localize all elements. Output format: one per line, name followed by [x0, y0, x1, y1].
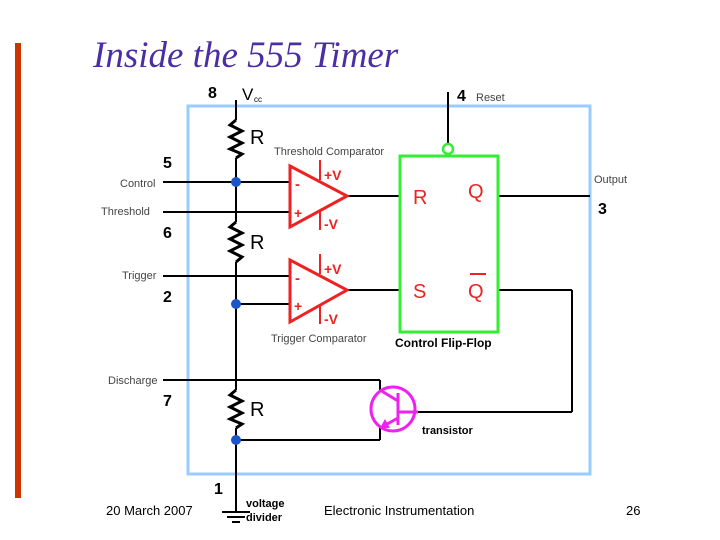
resistor-bottom — [226, 388, 246, 430]
pin-number-threshold: 6 — [163, 225, 172, 242]
vcc-subscript: cc — [254, 95, 262, 104]
resistor-middle-label: R — [250, 232, 264, 254]
flipflop-qbar-output: Q — [468, 281, 484, 303]
threshold-comparator-label: Threshold Comparator — [274, 146, 384, 158]
pin-label-threshold: Threshold — [101, 206, 150, 218]
pin-label-reset: Reset — [476, 92, 505, 104]
pin-number-reset: 4 — [457, 88, 466, 105]
voltage-divider-label-line2: divider — [246, 512, 283, 524]
resistor-middle — [226, 220, 246, 264]
transistor-icon — [369, 385, 418, 433]
threshold-minus-v: -V — [324, 216, 339, 232]
trigger-minus-v: -V — [324, 311, 339, 327]
flipflop-r-input: R — [413, 187, 427, 209]
pin-number-vcc: 8 — [208, 85, 217, 102]
resistor-bottom-label: R — [250, 399, 264, 421]
pin-number-ground: 1 — [214, 481, 223, 498]
reset-bubble — [441, 142, 455, 156]
resistor-top — [226, 118, 246, 160]
pin-label-control: Control — [120, 178, 155, 190]
footer-course: Electronic Instrumentation — [324, 503, 475, 518]
trigger-comparator — [288, 257, 351, 325]
pin-number-control: 5 — [163, 155, 172, 172]
ground-icon — [222, 511, 250, 523]
node-control — [231, 177, 241, 187]
trigger-minus-sign: - — [295, 270, 300, 287]
flipflop-q-output: Q — [468, 181, 484, 203]
pin-wires — [163, 92, 590, 441]
node-ground — [231, 435, 241, 445]
threshold-plus-v: +V — [324, 167, 342, 183]
transistor-label: transistor — [422, 425, 473, 437]
voltage-divider-label-line1: voltage — [246, 498, 285, 510]
chip-outline — [186, 104, 592, 476]
accent-bar — [15, 43, 21, 498]
footer-page-number: 26 — [626, 503, 641, 518]
pin-number-trigger: 2 — [163, 289, 172, 306]
control-flip-flop — [398, 154, 500, 334]
pin-number-discharge: 7 — [163, 393, 172, 410]
resistor-top-label: R — [250, 127, 264, 149]
threshold-plus-sign: + — [294, 205, 302, 221]
vcc-label: V — [242, 85, 254, 104]
slide-title: Inside the 555 Timer — [93, 35, 399, 76]
flipflop-label: Control Flip-Flop — [395, 336, 492, 350]
flipflop-s-input: S — [413, 281, 426, 303]
node-trigger — [231, 299, 241, 309]
trigger-plus-v: +V — [324, 261, 342, 277]
trigger-plus-sign: + — [294, 298, 302, 314]
pin-label-output: Output — [594, 174, 627, 186]
threshold-minus-sign: - — [295, 176, 300, 193]
pin-label-trigger: Trigger — [122, 270, 157, 282]
pin-number-output: 3 — [598, 201, 607, 218]
threshold-comparator — [288, 163, 351, 230]
pin-label-discharge: Discharge — [108, 375, 158, 387]
footer-date: 20 March 2007 — [106, 503, 193, 518]
trigger-comparator-label: Trigger Comparator — [271, 333, 367, 345]
